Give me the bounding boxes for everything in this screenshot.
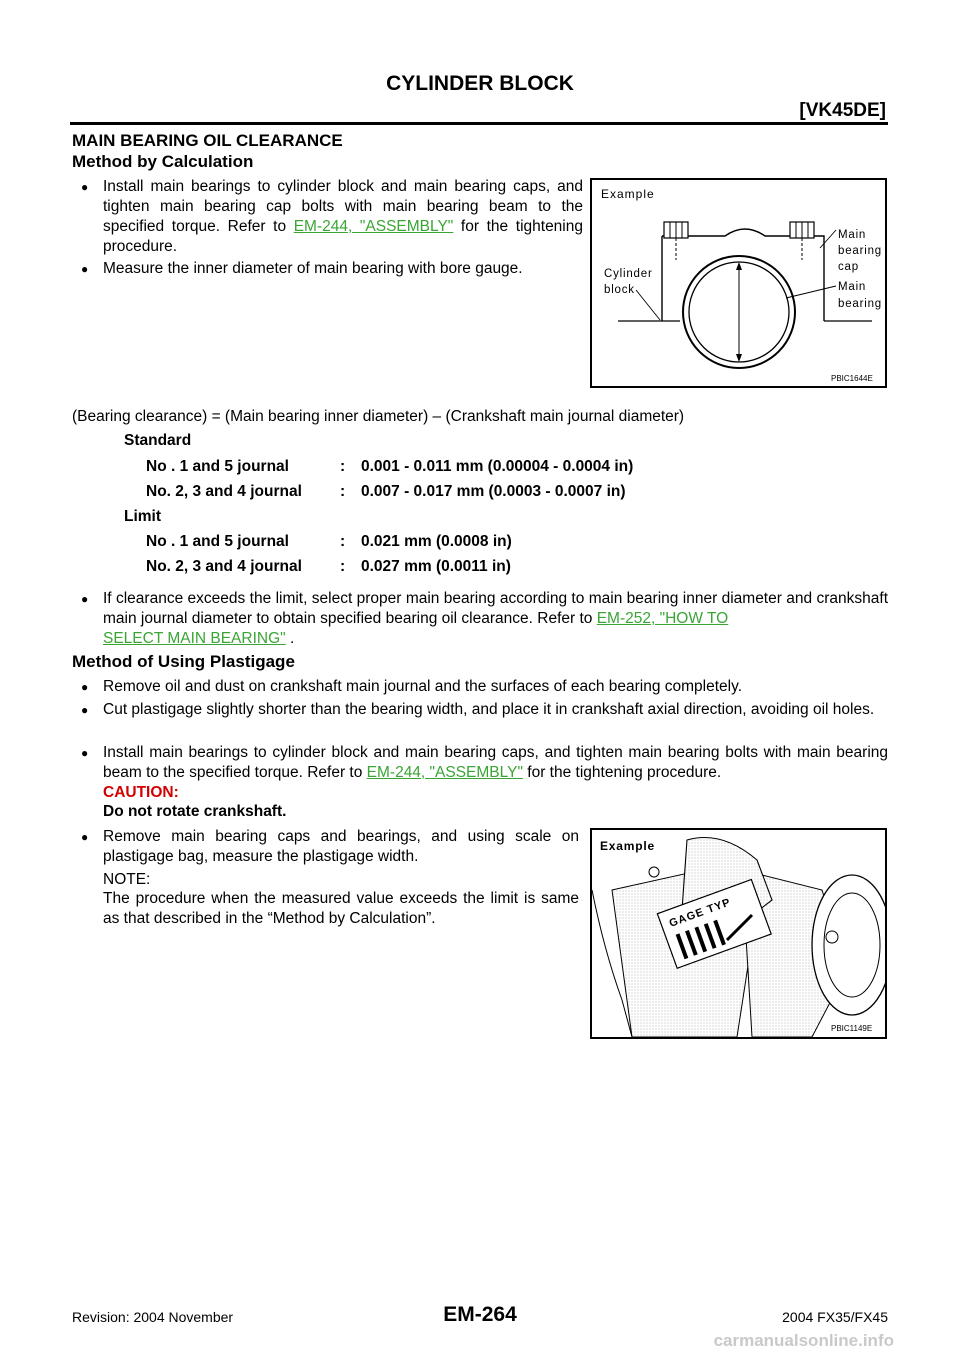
plasti-bullet-1: Remove oil and dust on crankshaft main j… xyxy=(103,678,743,695)
link-em252-select-bearing[interactable]: EM-252, "HOW TO xyxy=(596,610,729,627)
spec-standard-label: Standard xyxy=(124,432,192,449)
bullet-icon: ● xyxy=(81,180,89,194)
fig1-block-label-1: Cylinder xyxy=(604,268,653,280)
fig1-bearing-label-1: Main xyxy=(838,281,866,293)
link-em244-assembly-2[interactable]: EM-244, "ASSEMBLY" xyxy=(366,764,523,781)
clearance-formula: (Bearing clearance) = (Main bearing inne… xyxy=(72,408,685,425)
figure-main-bearing-bore: Example Main bearing cap Cylinder block … xyxy=(590,178,887,388)
plasti-bullet-4: Remove main bearing caps and bearings, a… xyxy=(103,828,579,865)
fig2-example-label: Example xyxy=(600,839,655,853)
section-heading: MAIN BEARING OIL CLEARANCE xyxy=(72,131,343,150)
spec-row-colon: : xyxy=(340,558,346,575)
bullet-icon: ● xyxy=(81,830,89,844)
calc-heading: Method by Calculation xyxy=(72,152,254,171)
caution-label: CAUTION: xyxy=(103,784,179,801)
spec-row-colon: : xyxy=(340,533,346,550)
exceed-bullet: If clearance exceeds the limit, select p… xyxy=(103,589,888,629)
calc-bullet-2: Measure the inner diameter of main beari… xyxy=(103,260,523,277)
exceed-post: . xyxy=(285,630,295,647)
spec-limit-label: Limit xyxy=(124,508,162,525)
fig1-example-label: Example xyxy=(601,187,655,201)
bullet-icon: ● xyxy=(81,703,89,717)
bullet-icon: ● xyxy=(81,262,89,276)
bearing-diagram: Example Main bearing cap Cylinder block … xyxy=(601,187,882,383)
link-em252-select-bearing-2[interactable]: SELECT MAIN BEARING" xyxy=(103,630,286,647)
header-rule xyxy=(70,122,888,125)
fig2-code: PBIC1149E xyxy=(831,1024,872,1033)
fig1-cap-label-2: bearing xyxy=(838,245,882,257)
bullet-icon: ● xyxy=(81,592,89,606)
caution-text: Do not rotate crankshaft. xyxy=(103,803,287,820)
plastigage-diagram: GAGE TYP Example PBIC1149E xyxy=(591,830,893,1038)
note-label: NOTE: xyxy=(103,871,151,888)
figure-plastigage: GAGE TYP Example PBIC1149E xyxy=(590,828,893,1039)
footer-revision: Revision: 2004 November xyxy=(72,1309,234,1325)
bullet-icon: ● xyxy=(81,680,89,694)
plasti-bullet-3-text: Install main bearings to cylinder block … xyxy=(103,744,888,781)
fig1-cap-label-1: Main xyxy=(838,229,866,241)
plasti-bullet-3: Install main bearings to cylinder block … xyxy=(103,743,888,783)
fig1-block-label-2: block xyxy=(604,284,635,296)
exceed-text: If clearance exceeds the limit, select p… xyxy=(103,590,888,627)
bullet-icon: ● xyxy=(81,746,89,760)
fig1-bearing-label-2: bearing xyxy=(838,298,882,310)
spec-row-name: No. 2, 3 and 4 journal xyxy=(146,483,302,500)
plasti-bullet-3-post: for the tightening procedure. xyxy=(522,764,722,781)
engine-code: [VK45DE] xyxy=(799,100,886,121)
calc-bullet-1-post: for the tightening procedure. xyxy=(103,218,583,255)
spec-row-colon: : xyxy=(340,458,346,475)
exceed-bullet-line3: SELECT MAIN BEARING" . xyxy=(103,629,294,649)
spec-row-name: No . 1 and 5 journal xyxy=(146,533,289,550)
calc-bullet-1: Install main bearings to cylinder block … xyxy=(103,177,583,257)
spec-row-name: No. 2, 3 and 4 journal xyxy=(146,558,302,575)
fig1-cap-label-3: cap xyxy=(838,261,859,273)
watermark: carmanualsonline.info xyxy=(713,1331,894,1350)
spec-row-colon: : xyxy=(340,483,346,500)
plasti-bullet-2: Cut plastigage slightly shorter than the… xyxy=(103,701,875,718)
plastigage-heading: Method of Using Plastigage xyxy=(72,652,295,671)
link-em244-assembly[interactable]: EM-244, "ASSEMBLY" xyxy=(293,218,454,235)
spec-row-name: No . 1 and 5 journal xyxy=(146,458,289,475)
page-title: CYLINDER BLOCK xyxy=(386,72,574,95)
calc-bullet-1-text: Install main bearings to cylinder block … xyxy=(103,178,583,235)
note-text: The procedure when the measured value ex… xyxy=(103,890,579,927)
spec-row-value: 0.027 mm (0.0011 in) xyxy=(361,558,511,575)
fig1-code: PBIC1644E xyxy=(831,374,873,383)
page-number: EM-264 xyxy=(443,1303,517,1326)
footer-model: 2004 FX35/FX45 xyxy=(782,1309,888,1325)
spec-row-value: 0.007 - 0.017 mm (0.0003 - 0.0007 in) xyxy=(361,483,626,500)
spec-row-value: 0.001 - 0.011 mm (0.00004 - 0.0004 in) xyxy=(361,458,634,475)
spec-row-value: 0.021 mm (0.0008 in) xyxy=(361,533,512,550)
